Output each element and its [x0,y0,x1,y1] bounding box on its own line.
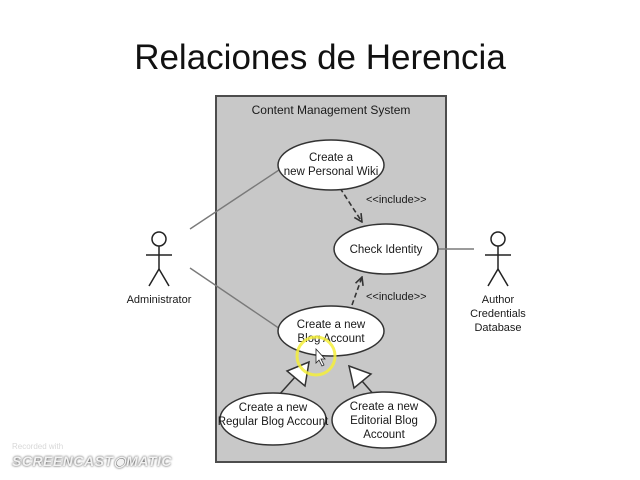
association-admin-wiki [189,167,283,230]
use-case-regular-blog-line-2: Regular Blog Account [218,416,329,428]
include-label-top: <<include>> [366,194,427,206]
actor-database-figure [485,231,511,287]
actor-database-label-line-1: Author [482,294,515,306]
actor-administrator-figure [146,231,172,287]
include-label-bottom: <<include>> [366,291,427,303]
use-case-check-identity-label: Check Identity [350,244,423,256]
use-case-personal-wiki: Create a new Personal Wiki [277,139,385,191]
use-case-editorial-blog: Create a new Editorial Blog Account [331,391,437,449]
actor-database-label-line-2: Credentials [470,308,526,320]
watermark-brand: SCREENCAST◉MATIC [12,453,172,469]
actor-administrator-label: Administrator [127,294,192,306]
include-arrow-bottom [351,277,362,306]
screencast-watermark: Recorded with SCREENCAST◉MATIC [12,442,171,476]
use-case-regular-blog: Create a new Regular Blog Account [218,392,329,446]
use-case-editorial-blog-line-2: Editorial Blog [350,415,418,427]
cursor-highlight [295,335,337,377]
watermark-recorded-with: Recorded with [12,442,64,451]
use-case-editorial-blog-line-3: Account [363,429,405,441]
mouse-cursor-icon [315,347,326,367]
use-case-editorial-blog-line-1: Create a new [350,401,419,413]
use-case-personal-wiki-line-2: new Personal Wiki [284,166,379,178]
use-case-regular-blog-line-1: Create a new [239,402,308,414]
system-name: Content Management System [252,103,411,117]
slide-title: Relaciones de Herencia [134,38,506,77]
include-arrow-top [339,187,362,222]
actor-database-label-line-3: Database [474,322,521,334]
use-case-blog-account: Create a new Blog Account [277,305,385,357]
association-admin-blog [189,267,287,334]
use-case-check-identity: Check Identity [333,223,439,275]
use-case-personal-wiki-line-1: Create a [309,152,354,164]
use-case-blog-account-line-1: Create a new [297,319,366,331]
